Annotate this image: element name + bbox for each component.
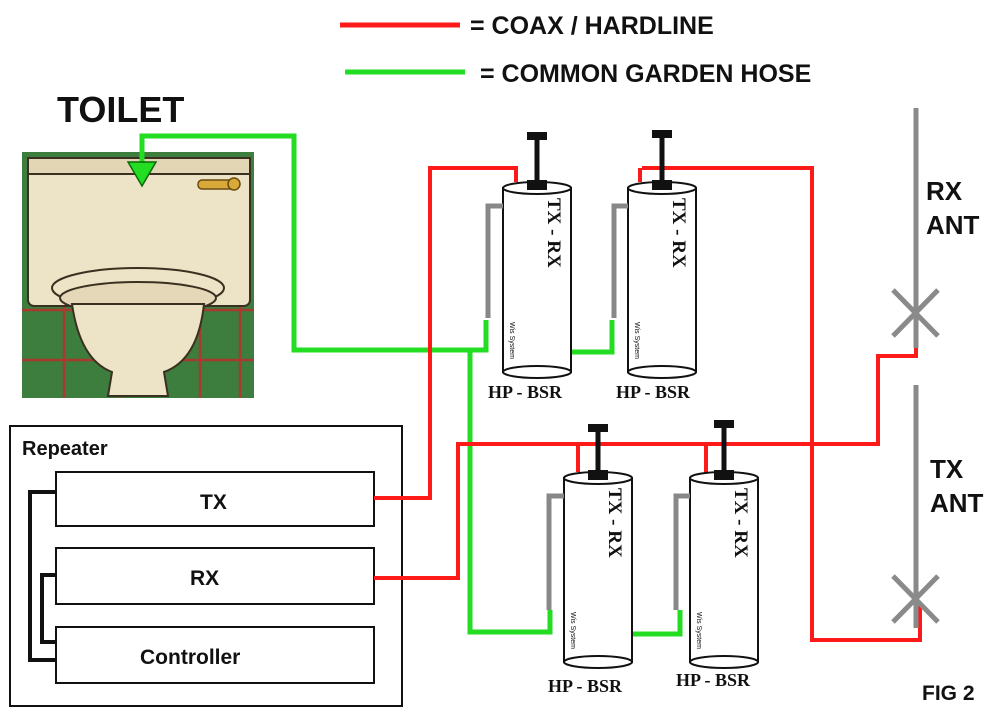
cavity-small-label: Wis System <box>508 322 515 359</box>
rx-module-label: RX <box>190 567 219 590</box>
rx-antenna: RX ANT <box>891 108 980 348</box>
figure-label: FIG 2 <box>922 682 975 705</box>
cavity-bottom-label: HP - BSR <box>616 382 691 402</box>
legend-coax-label: = COAX / HARDLINE <box>470 12 714 40</box>
rx-module <box>55 547 375 605</box>
cavity-small-label: Wis System <box>695 612 702 649</box>
tx-module-label: TX <box>200 491 227 514</box>
repeater-box: Repeater TX RX Controller <box>9 425 403 707</box>
cavity-bottom-label: HP - BSR <box>676 670 751 690</box>
repeater-title: Repeater <box>22 438 108 460</box>
controller-module-label: Controller <box>140 646 240 669</box>
cavity-lower-right: TX - RX Wis System HP - BSR <box>673 420 759 690</box>
garden-hose <box>139 133 683 637</box>
toilet-picture <box>22 152 254 398</box>
hose-inlet-arrow-icon <box>126 161 158 188</box>
toilet-label: TOILET <box>57 89 184 130</box>
rx-antenna-label-line1: RX <box>926 176 963 206</box>
cavity-label: TX - RX <box>604 488 625 558</box>
cavity-label: TX - RX <box>668 198 689 268</box>
legend-hose-label: = COMMON GARDEN HOSE <box>480 60 811 88</box>
cavity-bottom-label: HP - BSR <box>488 382 563 402</box>
cavity-label: TX - RX <box>730 488 751 558</box>
tx-antenna-label-line1: TX <box>930 454 964 484</box>
controller-module <box>55 626 375 684</box>
cavity-lower-left: TX - RX Wis System HP - BSR <box>546 424 633 696</box>
cavity-small-label: Wis System <box>569 612 576 649</box>
tx-module <box>55 471 375 527</box>
tx-antenna-label-line2: ANT <box>930 488 984 518</box>
cavity-upper-right: TX - RX Wis System HP - BSR <box>611 130 697 402</box>
cavity-label: TX - RX <box>543 198 564 268</box>
legend: = COAX / HARDLINE = COMMON GARDEN HOSE <box>340 12 811 88</box>
cavity-bottom-label: HP - BSR <box>548 676 623 696</box>
cavity-upper-left: TX - RX Wis System HP - BSR <box>485 132 572 402</box>
rx-antenna-label-line2: ANT <box>926 210 980 240</box>
tx-antenna: TX ANT <box>891 385 984 628</box>
cavity-small-label: Wis System <box>633 322 640 359</box>
